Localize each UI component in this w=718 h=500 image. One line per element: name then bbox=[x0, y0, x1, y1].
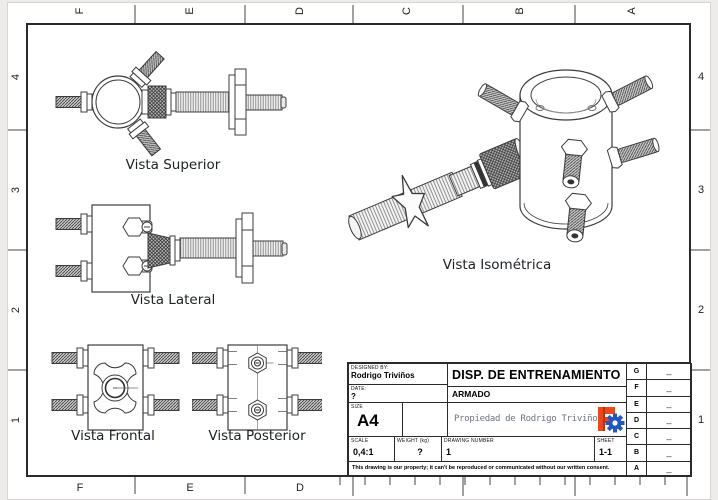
zone-letter-bottom: E bbox=[186, 482, 194, 494]
drawing-subtitle-cell: ARMADO bbox=[447, 386, 627, 403]
caption-vista-posterior[interactable]: Vista Posterior bbox=[208, 428, 306, 444]
tb-zone-letter: A bbox=[626, 461, 647, 477]
zone-number-left: 1 bbox=[10, 416, 22, 424]
caption-vista-superior[interactable]: Vista Superior bbox=[125, 157, 221, 173]
size-value[interactable]: A4 bbox=[357, 411, 379, 430]
tb-zone-entry: _ bbox=[646, 396, 692, 413]
drawing-title-cell: DISP. DE ENTRENAMIENTO bbox=[447, 363, 627, 387]
title-block: DESIGNED BY: Rodrigo Triviños DATE: ? DI… bbox=[347, 362, 692, 477]
date-label: DATE: bbox=[351, 386, 367, 392]
drawing-subtitle[interactable]: ARMADO bbox=[452, 389, 491, 399]
drawing-title[interactable]: DISP. DE ENTRENAMIENTO bbox=[452, 368, 621, 382]
tb-zone-letter: C bbox=[626, 428, 647, 445]
scale-value[interactable]: 0,4:1 bbox=[353, 447, 374, 457]
caption-vista-frontal[interactable]: Vista Frontal bbox=[71, 428, 155, 444]
empty-cell bbox=[402, 402, 448, 437]
drawing-number-value[interactable]: 1 bbox=[446, 447, 452, 457]
zone-number-right: 4 bbox=[697, 71, 705, 83]
size-label: SIZE bbox=[351, 404, 363, 410]
sheet-value[interactable]: 1-1 bbox=[599, 447, 613, 457]
caption-vista-isometrica[interactable]: Vista Isométrica bbox=[442, 257, 552, 273]
zone-letter-top: A bbox=[626, 7, 638, 15]
threaded-rod bbox=[141, 68, 287, 136]
zone-letter-bottom: D bbox=[296, 482, 304, 494]
star-knob-outline bbox=[93, 362, 138, 414]
zone-number-right: 1 bbox=[697, 414, 705, 426]
date-cell: DATE: ? bbox=[348, 384, 448, 403]
zone-letter-top: F bbox=[74, 7, 86, 15]
zone-number-left: 2 bbox=[10, 306, 22, 314]
sheet-cell: SHEET 1-1 bbox=[594, 436, 627, 462]
tb-zone-entry: _ bbox=[646, 412, 692, 429]
tb-zone-letter: G bbox=[626, 363, 647, 380]
property-cell: Propiedad de Rodrigo Triviños bbox=[447, 402, 627, 437]
designed-by-cell: DESIGNED BY: Rodrigo Triviños bbox=[348, 363, 448, 385]
zone-number-right: 3 bbox=[697, 184, 705, 196]
tb-zone-entry: _ bbox=[646, 428, 692, 445]
view-posterior-drawing[interactable] bbox=[192, 340, 322, 435]
view-lateral-drawing[interactable] bbox=[52, 195, 292, 300]
caption-vista-lateral[interactable]: Vista Lateral bbox=[130, 292, 216, 308]
tb-zone-entry: _ bbox=[646, 363, 692, 380]
hex-nuts bbox=[248, 352, 274, 421]
zone-letter-top: B bbox=[514, 7, 526, 15]
zone-letter-top: D bbox=[294, 7, 306, 15]
zone-letter-top: E bbox=[184, 7, 196, 15]
scale-cell: SCALE 0,4:1 bbox=[348, 436, 395, 462]
drawing-number-label: DRAWING NUMBER bbox=[444, 438, 494, 444]
tb-zone-letter: F bbox=[626, 379, 647, 397]
zone-number-left: 3 bbox=[10, 186, 22, 194]
weight-value[interactable]: ? bbox=[417, 447, 423, 457]
freecad-logo-icon bbox=[598, 407, 625, 433]
zone-letter-bottom: F bbox=[76, 482, 84, 494]
disclaimer-text: This drawing is our property; it can't b… bbox=[352, 465, 610, 471]
tb-zone-letter: B bbox=[626, 444, 647, 462]
threaded-rod bbox=[147, 212, 288, 284]
view-superior-drawing[interactable] bbox=[52, 40, 292, 160]
tb-zone-entry: _ bbox=[646, 379, 692, 397]
zone-number-left: 4 bbox=[10, 73, 22, 81]
sheet-label: SHEET bbox=[597, 438, 615, 444]
drawing-number-cell: DRAWING NUMBER 1 bbox=[441, 436, 595, 462]
size-cell: SIZE A4 bbox=[348, 402, 403, 437]
designed-by-value[interactable]: Rodrigo Triviños bbox=[351, 371, 415, 380]
tb-zone-entry: _ bbox=[646, 444, 692, 462]
tb-zone-letter: D bbox=[626, 412, 647, 429]
zone-number-right: 2 bbox=[697, 304, 705, 316]
disclaimer-cell: This drawing is our property; it can't b… bbox=[348, 461, 627, 477]
rod-assembly bbox=[348, 138, 533, 241]
clamp-ring bbox=[91, 75, 145, 129]
designed-by-label: DESIGNED BY: bbox=[351, 365, 389, 371]
zone-letter-top: C bbox=[401, 7, 413, 15]
view-isometrica-drawing[interactable] bbox=[340, 56, 660, 256]
weight-cell: WEIGHT (kg) ? bbox=[394, 436, 442, 462]
date-value[interactable]: ? bbox=[351, 392, 356, 401]
view-frontal-drawing[interactable] bbox=[50, 340, 180, 435]
tb-zone-entry: _ bbox=[646, 461, 692, 477]
property-note[interactable]: Propiedad de Rodrigo Triviños bbox=[454, 414, 603, 424]
scale-label: SCALE bbox=[351, 438, 369, 444]
tb-zone-letter: E bbox=[626, 396, 647, 413]
weight-label: WEIGHT (kg) bbox=[397, 438, 430, 444]
